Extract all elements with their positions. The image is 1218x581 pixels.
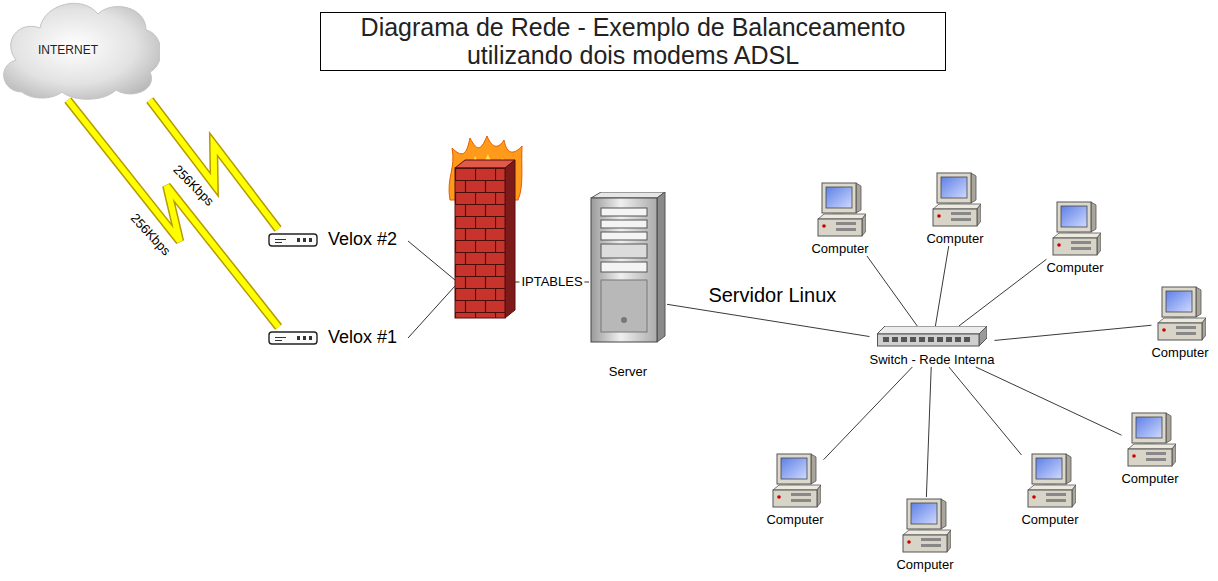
pc-symbol — [1128, 413, 1176, 466]
network-cable — [867, 256, 917, 326]
pc-icon — [1154, 285, 1206, 343]
firewall-side — [505, 160, 515, 318]
node-label: Server — [609, 364, 647, 379]
sw-symbol — [877, 326, 987, 346]
network-cable — [995, 325, 1152, 340]
pc-symbol — [903, 499, 951, 552]
node-label: Switch - Rede Interna — [869, 352, 994, 367]
node-label: Velox #2 — [328, 229, 397, 250]
pc-icon — [769, 452, 821, 510]
modem-icon — [268, 232, 318, 248]
client-computer: Computer — [766, 452, 823, 527]
network-cable — [959, 259, 1047, 326]
lightning-outline — [68, 100, 279, 327]
diagram-title: Diagrama de Rede - Exemplo de Balanceame… — [327, 14, 939, 69]
firewall-wall — [455, 168, 505, 318]
connector-group — [68, 100, 279, 327]
cloud-symbol — [4, 3, 160, 99]
link-label: 256Kbps — [125, 210, 174, 261]
adsl-link — [68, 100, 279, 327]
pc-symbol — [1028, 454, 1076, 507]
network-cable — [976, 367, 1122, 435]
pc-symbol — [933, 173, 981, 226]
client-computer: Computer — [896, 497, 953, 572]
connector-group — [976, 367, 1122, 435]
node-label: Velox #1 — [328, 327, 397, 348]
modem-link — [408, 241, 455, 280]
network-cable — [667, 304, 869, 336]
node-label: Computer — [1151, 345, 1208, 360]
connector-group — [824, 367, 913, 460]
network-cable — [926, 367, 931, 497]
pc-symbol — [1053, 202, 1101, 255]
sw-icon — [877, 326, 987, 350]
pc-symbol — [1158, 287, 1206, 340]
client-computer: Computer — [811, 181, 868, 256]
pc-icon — [814, 181, 866, 239]
node-label: Computer — [811, 241, 868, 256]
node-label: Computer — [896, 557, 953, 572]
adsl-modem: Velox #1 — [268, 327, 397, 348]
server-icon — [589, 192, 667, 344]
link-label: 256Kbps — [168, 161, 218, 211]
node-label: Computer — [926, 231, 983, 246]
node-label: Computer — [1046, 260, 1103, 275]
pc-symbol — [773, 454, 821, 507]
modem-icon — [268, 330, 318, 346]
connector-group — [867, 256, 917, 326]
pc-icon — [899, 497, 951, 555]
connector-group — [949, 367, 1022, 455]
network-switch: Switch - Rede Interna — [869, 326, 994, 367]
network-cable — [824, 367, 913, 460]
server-symbol — [591, 192, 665, 342]
client-computer: Computer — [1121, 411, 1178, 486]
network-cable — [935, 246, 948, 326]
modem-symbol — [269, 234, 317, 246]
connectors — [68, 100, 1152, 497]
client-computer: Computer — [1046, 200, 1103, 275]
title-box: Diagrama de Rede - Exemplo de Balanceame… — [320, 12, 946, 71]
pc-icon — [1024, 452, 1076, 510]
node-label: INTERNET — [38, 43, 122, 57]
internet-cloud: INTERNET — [0, 0, 160, 100]
pc-icon — [1124, 411, 1176, 469]
connector-group — [667, 304, 869, 336]
node-label: Computer — [766, 512, 823, 527]
client-computer: Computer — [926, 171, 983, 246]
linux-server: Server — [589, 192, 667, 379]
connector-group — [926, 367, 931, 497]
node-label: Computer — [1121, 471, 1178, 486]
pc-icon — [1049, 200, 1101, 258]
firewall-label: IPTABLES — [519, 275, 584, 290]
connector-group — [995, 325, 1152, 340]
client-computer: Computer — [1021, 452, 1078, 527]
connector-group — [935, 246, 948, 326]
firewall-icon — [449, 136, 522, 318]
adsl-modem: Velox #2 — [268, 229, 397, 250]
connector-group — [959, 259, 1047, 326]
modem-symbol — [269, 332, 317, 344]
link-label: Servidor Linux — [706, 283, 838, 306]
network-cable — [949, 367, 1022, 455]
pc-symbol — [818, 183, 866, 236]
modem-link — [408, 286, 455, 338]
pc-icon — [929, 171, 981, 229]
node-label: Computer — [1021, 512, 1078, 527]
client-computer: Computer — [1151, 285, 1208, 360]
